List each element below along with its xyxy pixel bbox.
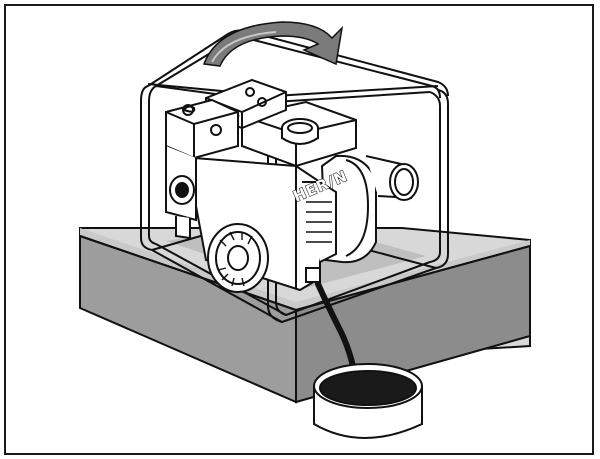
platform-top-edge xyxy=(79,235,531,312)
pump-oil-drain-illustration: HER∕N xyxy=(79,21,531,439)
illustration-frame: HER∕N xyxy=(4,4,594,455)
cylinder-fins xyxy=(306,201,332,243)
engine-block xyxy=(165,78,357,293)
recoil-starter xyxy=(207,223,269,293)
bolt-icon xyxy=(210,124,222,136)
oil-surface xyxy=(319,370,417,406)
platform-top-shade xyxy=(80,228,530,310)
curved-arrow-icon xyxy=(202,21,344,67)
starter-vents xyxy=(217,231,253,287)
drain-plug xyxy=(305,267,321,283)
oil-container xyxy=(313,363,423,439)
bolt-icon xyxy=(182,104,194,116)
